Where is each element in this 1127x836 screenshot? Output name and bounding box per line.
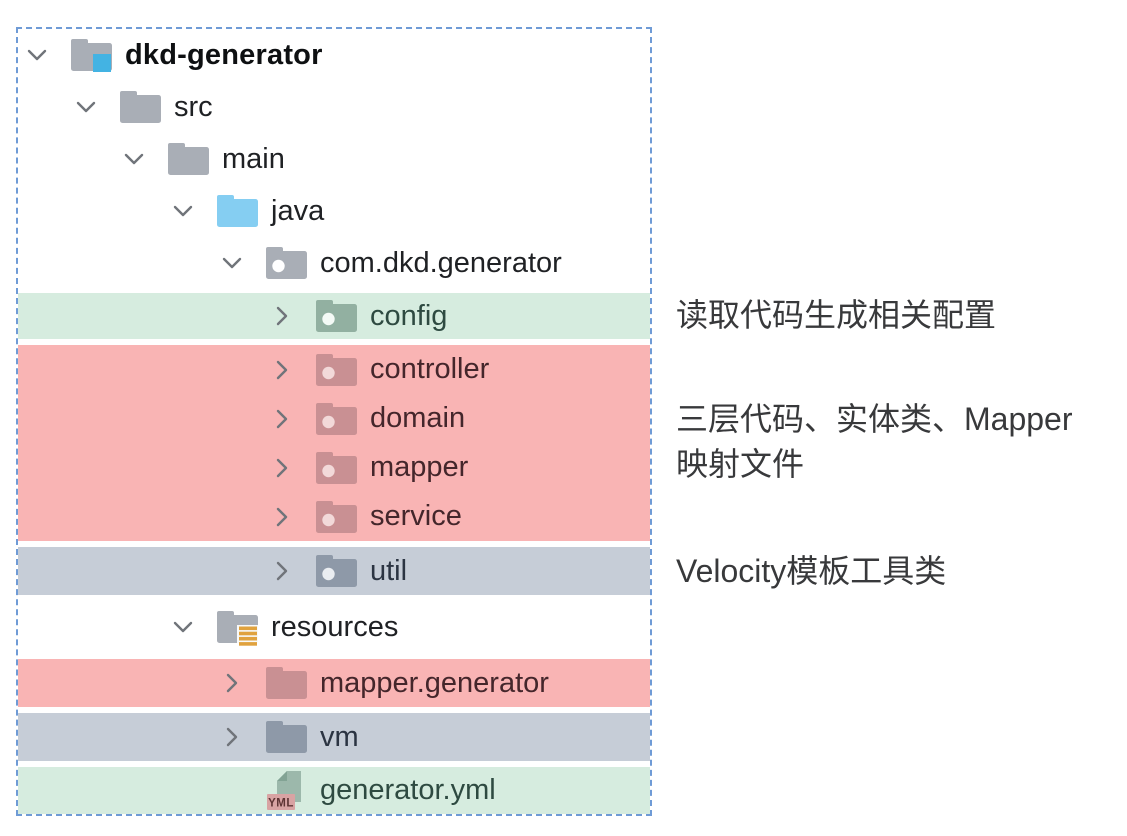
folder-icon — [265, 715, 309, 759]
tree-row-src[interactable]: src — [18, 83, 650, 131]
package-folder-icon — [315, 294, 359, 338]
chevron-down-icon[interactable] — [171, 615, 195, 639]
chevron-down-icon[interactable] — [171, 199, 195, 223]
resources-folder-icon — [216, 605, 260, 649]
package-folder-icon — [315, 549, 359, 593]
tree-row-dkd-generator[interactable]: dkd-generator — [18, 31, 650, 79]
package-folder-icon — [315, 495, 359, 539]
chevron-right-icon[interactable] — [270, 358, 294, 382]
package-folder-icon — [315, 397, 359, 441]
tree-item-label: util — [370, 554, 408, 587]
chevron-right-icon[interactable] — [220, 671, 244, 695]
yaml-file-icon — [265, 769, 309, 813]
project-tree-panel: dkd-generator src main java com.dkd.gene… — [16, 27, 652, 816]
tree-item-label: com.dkd.generator — [320, 246, 562, 279]
module-folder-icon — [70, 33, 114, 77]
annotation-line: 映射文件 — [676, 446, 805, 482]
tree-row-main[interactable]: main — [18, 135, 650, 183]
annotation-line: 三层代码、实体类、Mapper — [676, 401, 1073, 437]
tree-row-vm[interactable]: vm — [18, 713, 650, 761]
chevron-right-icon[interactable] — [270, 304, 294, 328]
tree-item-label: resources — [271, 610, 399, 643]
tree-item-label: service — [370, 500, 462, 532]
tree-row-mapper-generator[interactable]: mapper.generator — [18, 659, 650, 707]
folder-icon — [167, 137, 211, 181]
tree-item-label: config — [370, 299, 448, 332]
tree-item-label: controller — [370, 353, 490, 385]
chevron-right-icon[interactable] — [270, 559, 294, 583]
package-folder-icon — [265, 241, 309, 285]
chevron-right-icon[interactable] — [220, 725, 244, 749]
annotation-line: 读取代码生成相关配置 — [676, 297, 997, 333]
chevron-down-icon[interactable] — [25, 43, 49, 67]
tree-row-generator-yml[interactable]: generator.yml — [18, 767, 650, 814]
chevron-right-icon[interactable] — [270, 456, 294, 480]
tree-item-label: generator.yml — [320, 774, 496, 806]
tree-row-service[interactable]: service — [18, 492, 650, 541]
annotation-line: Velocity模板工具类 — [676, 553, 947, 589]
chevron-down-icon[interactable] — [122, 147, 146, 171]
package-folder-icon — [315, 348, 359, 392]
tree-item-label: dkd-generator — [125, 38, 323, 71]
chevron-down-icon[interactable] — [220, 251, 244, 275]
annotation-config: 读取代码生成相关配置 — [676, 293, 996, 338]
tree-item-label: mapper.generator — [320, 666, 549, 699]
tree-item-label: java — [271, 194, 325, 227]
tree-row-config[interactable]: config — [18, 293, 650, 339]
tree-item-label: vm — [320, 720, 359, 753]
tree-item-label: main — [222, 142, 285, 175]
chevron-right-icon[interactable] — [270, 407, 294, 431]
chevron-right-icon[interactable] — [270, 505, 294, 529]
tree-row-util[interactable]: util — [18, 547, 650, 595]
source-root-folder-icon — [216, 189, 260, 233]
chevron-down-icon[interactable] — [74, 95, 98, 119]
tree-item-label: domain — [370, 402, 466, 434]
tree-item-label: mapper — [370, 451, 469, 483]
tree-row-resources[interactable]: resources — [18, 601, 650, 653]
annotation-velocity: Velocity模板工具类 — [676, 549, 946, 594]
tree-row-java[interactable]: java — [18, 187, 650, 235]
tree-row-domain[interactable]: domain — [18, 394, 650, 443]
tree-row-com-dkd-generator[interactable]: com.dkd.generator — [18, 239, 650, 287]
folder-icon — [265, 661, 309, 705]
annotation-three-layer: 三层代码、实体类、Mapper 映射文件 — [676, 397, 1073, 487]
folder-icon — [119, 85, 163, 129]
tree-item-label: src — [174, 90, 213, 123]
tree-row-controller[interactable]: controller — [18, 345, 650, 394]
package-folder-icon — [315, 446, 359, 490]
tree-row-mapper[interactable]: mapper — [18, 443, 650, 492]
